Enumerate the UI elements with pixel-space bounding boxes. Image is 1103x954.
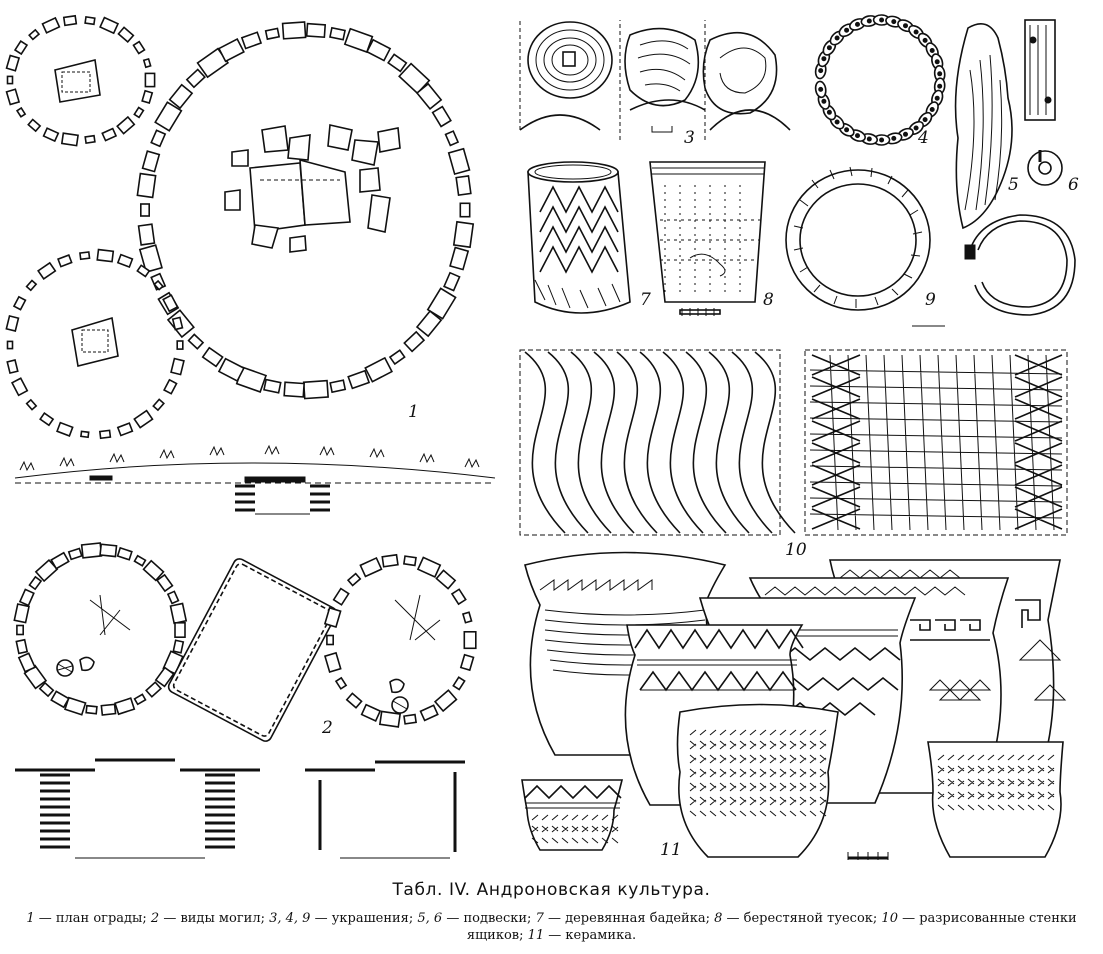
caption-desc-5: — деревянная бадейка; bbox=[543, 911, 715, 926]
figure-label-11: 11 bbox=[660, 840, 682, 860]
figure-label-6: 6 bbox=[1068, 175, 1079, 195]
spiral-ornaments-drawing bbox=[519, 20, 791, 140]
caption-num-5: 7 bbox=[535, 911, 544, 926]
figure-label-5: 5 bbox=[1008, 175, 1019, 195]
figure-label-9: 9 bbox=[925, 290, 936, 310]
ceramics-drawing bbox=[521, 551, 1067, 860]
caption-desc-1: — план ограды; bbox=[34, 911, 151, 926]
wooden-bucket-drawing bbox=[527, 161, 631, 314]
caption-num-1: 1 bbox=[26, 911, 35, 926]
bracelet-drawing bbox=[785, 166, 1076, 327]
caption-num-6: 8 bbox=[714, 911, 723, 926]
caption-num-4: 5, 6 bbox=[417, 911, 443, 926]
painted-box-walls-drawing bbox=[519, 349, 1068, 536]
caption-desc-6: — берестяной туесок; bbox=[722, 911, 882, 926]
caption-num-3: 3, 4, 9 bbox=[269, 911, 311, 926]
grave-types-drawing bbox=[13, 542, 477, 859]
caption-num-7: 10 bbox=[881, 911, 898, 926]
ring-pendant-drawing bbox=[1027, 150, 1063, 186]
plate-illustration: 1 2 3 4 5 6 7 8 9 10 11 bbox=[5, 14, 1079, 860]
birch-bark-container-drawing bbox=[649, 161, 766, 316]
caption-desc-3: — украшения; bbox=[310, 911, 418, 926]
figure-label-10: 10 bbox=[785, 540, 807, 560]
figure-label-3: 3 bbox=[684, 128, 695, 148]
figure-label-4: 4 bbox=[918, 128, 929, 148]
figure-label-2: 2 bbox=[322, 718, 333, 738]
pendant-drawing bbox=[954, 19, 1056, 230]
figure-label-7: 7 bbox=[640, 290, 651, 310]
bead-necklace-drawing bbox=[814, 14, 946, 146]
figure-label-8: 8 bbox=[763, 290, 774, 310]
caption-desc-7: — разрисованные стенки ящиков; bbox=[466, 911, 1077, 943]
enclosure-plan-drawing bbox=[5, 14, 496, 515]
caption-desc-4: — подвески; bbox=[442, 911, 536, 926]
caption-title: Табл. IV. Андроновская культура. bbox=[392, 880, 711, 900]
caption-num-2: 2 bbox=[150, 911, 160, 926]
caption-num-8: 11 bbox=[527, 928, 545, 943]
caption-text: 1 — план ограды; 2 — виды могил; 3, 4, 9… bbox=[4, 910, 1099, 944]
caption-desc-8: — керамика. bbox=[544, 928, 637, 943]
figure-label-1: 1 bbox=[408, 402, 419, 422]
caption-desc-2: — виды могил; bbox=[159, 911, 270, 926]
